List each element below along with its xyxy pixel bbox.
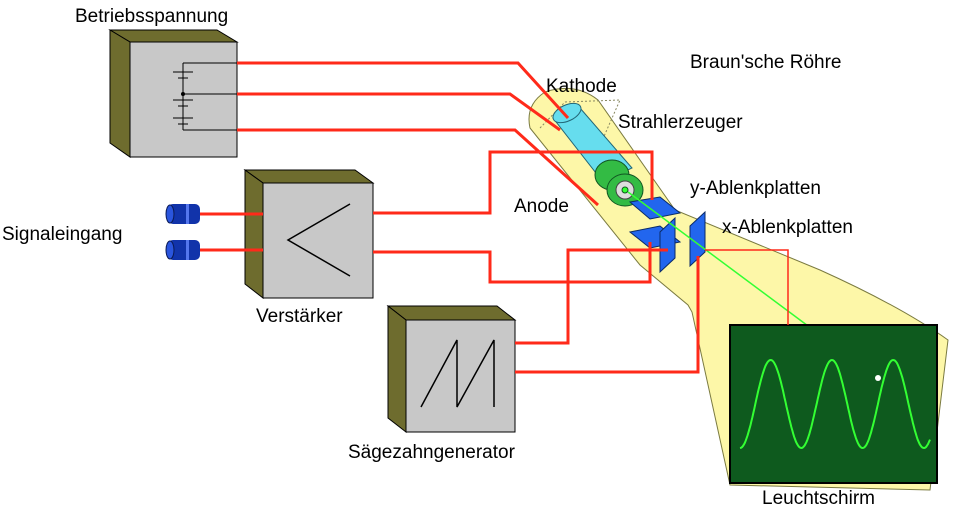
bnc-connector-icon xyxy=(165,240,200,260)
beam-generator xyxy=(552,102,644,207)
amp-box-side xyxy=(244,169,264,300)
wire-amp-y-bottom xyxy=(373,242,652,284)
power-box-side xyxy=(109,29,131,158)
label-anode: Anode xyxy=(514,196,569,217)
wire-power-2 xyxy=(237,92,561,132)
screen-panel xyxy=(729,324,938,484)
sine-trace xyxy=(739,358,931,450)
bnc-connector-icon xyxy=(165,204,200,224)
power-junction-dot xyxy=(181,92,185,96)
wire-power-1 xyxy=(237,61,570,120)
label-sawtooth-generator: Sägezahngenerator xyxy=(348,442,516,463)
screen xyxy=(729,324,938,484)
saw-box-front xyxy=(405,319,516,433)
beam-spot xyxy=(875,375,881,381)
deflection-plates xyxy=(628,196,706,274)
label-x-plates: x-Ablenkplatten xyxy=(722,217,853,238)
label-signal-input: Signaleingang xyxy=(2,224,122,245)
wire-amp-y-top xyxy=(373,150,654,215)
label-cathode: Kathode xyxy=(546,76,617,97)
amp-box-top xyxy=(243,169,375,184)
amplifier-triangle-icon xyxy=(286,203,351,277)
sawtooth-wave-icon xyxy=(420,339,495,408)
label-amplifier: Verstärker xyxy=(256,306,343,327)
labels: Betriebsspannung Braun'sche Röhre Kathod… xyxy=(2,6,875,509)
label-tube: Braun'sche Röhre xyxy=(690,52,842,73)
wire-tube-thin xyxy=(705,249,789,325)
power-supply-box xyxy=(108,29,239,158)
signal-input-connectors xyxy=(165,204,200,260)
label-beam-generator: Strahlerzeuger xyxy=(618,112,743,133)
battery-symbol-icon xyxy=(173,62,237,131)
label-y-plates: y-Ablenkplatten xyxy=(690,178,821,199)
sawtooth-generator-box xyxy=(386,304,517,434)
saw-box-top xyxy=(386,305,517,321)
label-power-supply: Betriebsspannung xyxy=(75,6,228,27)
amplifier-box xyxy=(243,169,375,300)
label-screen: Leuchtschirm xyxy=(762,488,875,508)
power-box-top xyxy=(108,29,239,43)
saw-box-side xyxy=(387,304,407,434)
amp-box-front xyxy=(262,182,374,299)
wire-power-3 xyxy=(237,128,600,207)
wire-saw-x-left xyxy=(515,248,668,345)
x-plate-right xyxy=(689,210,706,268)
wires xyxy=(200,61,789,374)
anode-aperture xyxy=(621,186,629,194)
wire-saw-x-right xyxy=(515,256,700,374)
